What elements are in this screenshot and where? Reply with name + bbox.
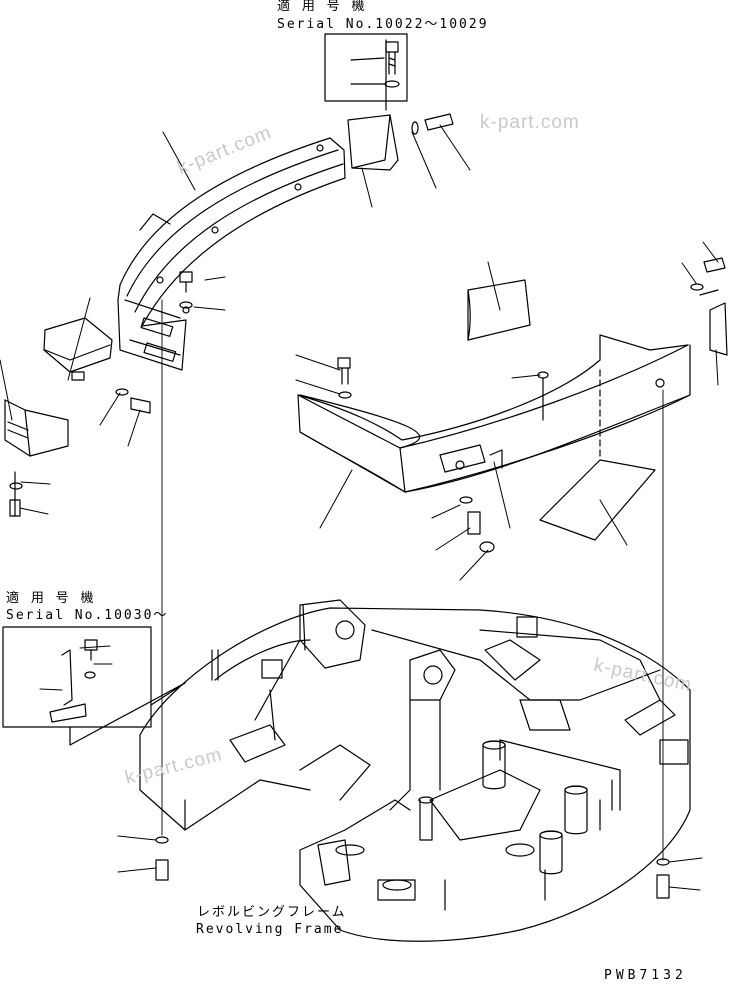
bolt-icon bbox=[350, 41, 400, 88]
watermark: k-part.com bbox=[480, 112, 580, 133]
drawing-code: PWB7132 bbox=[604, 968, 687, 983]
revolving-frame bbox=[139, 599, 691, 942]
upper-bracket bbox=[347, 39, 454, 171]
frame-label-jp: レボルビングフレーム bbox=[197, 905, 347, 920]
top-applicable-label: 適 用 号 機 bbox=[277, 0, 367, 14]
left-serial-box bbox=[2, 626, 152, 728]
alignment-lines bbox=[161, 299, 664, 861]
inset-bracket bbox=[49, 639, 186, 746]
left-side-bracket bbox=[4, 317, 151, 517]
top-serial-label: Serial No.10022～10029 bbox=[277, 17, 489, 32]
fastener-set bbox=[179, 271, 495, 553]
lower-fasteners bbox=[155, 836, 670, 899]
top-serial-box bbox=[324, 33, 408, 102]
leader-lines bbox=[0, 124, 719, 891]
left-applicable-label: 適 用 号 機 bbox=[6, 591, 96, 606]
left-counterweight-arc bbox=[117, 137, 346, 371]
left-serial-label: Serial No.10030～ bbox=[6, 608, 169, 623]
frame-label-en: Revolving Frame bbox=[196, 922, 344, 937]
rear-counterweight bbox=[297, 257, 728, 541]
